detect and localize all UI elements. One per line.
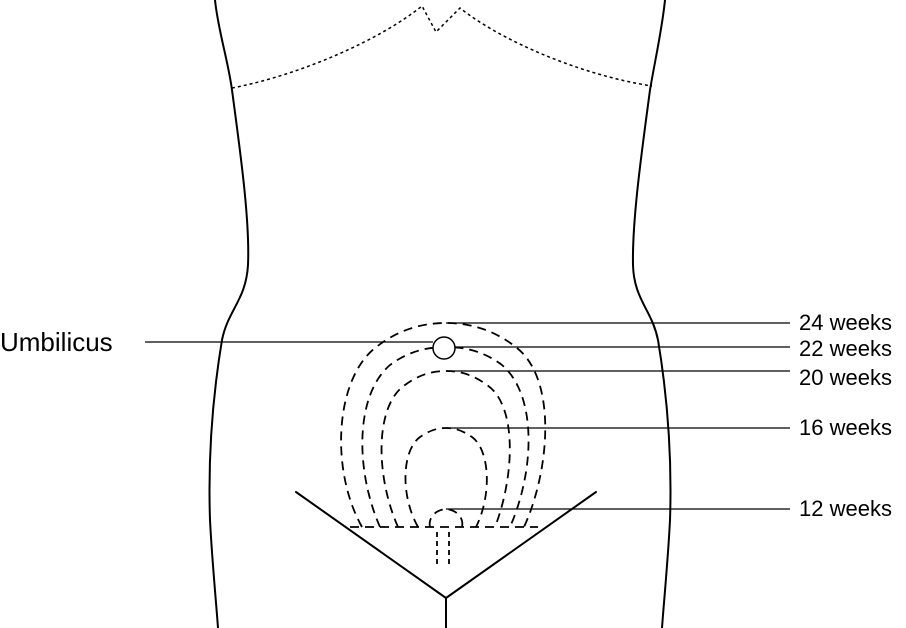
inguinal-v-right: [445, 491, 597, 599]
umbilicus-circle: [432, 336, 456, 360]
fundus-20-weeks: [380, 370, 511, 528]
fundus-16-weeks: [404, 427, 488, 528]
label-24-weeks: 24 weeks: [799, 310, 892, 335]
label-16-weeks: 16 weeks: [799, 415, 892, 440]
torso-left-outline: [208, 0, 250, 628]
fundus-12-weeks: [428, 508, 464, 528]
label-22-weeks: 22 weeks: [799, 336, 892, 361]
umbilicus-label: Umbilicus: [0, 327, 113, 357]
fundus-24-weeks: [340, 322, 547, 528]
torso-right-outline: [631, 0, 672, 628]
inguinal-v-left: [295, 491, 447, 599]
label-20-weeks: 20 weeks: [799, 365, 892, 390]
costal-margin-line: [231, 4, 653, 89]
label-12-weeks: 12 weeks: [799, 496, 892, 521]
